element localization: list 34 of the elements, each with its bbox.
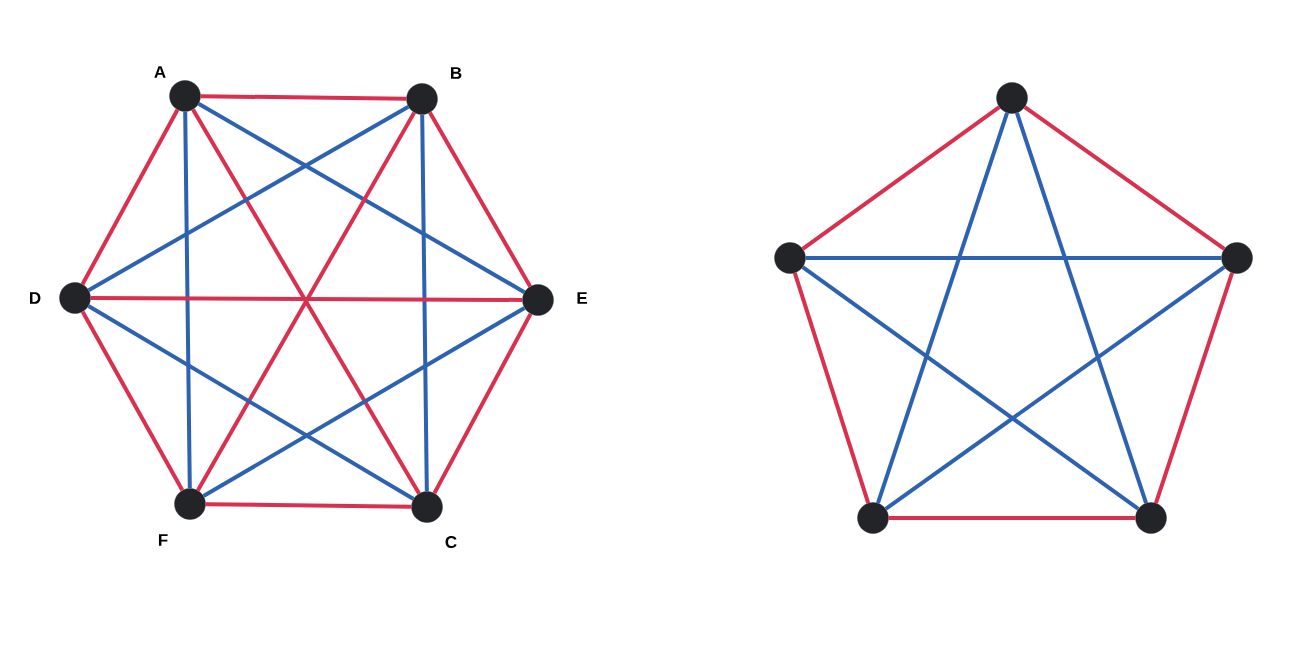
graph-edge — [805, 256, 1222, 260]
vertex-dot — [1135, 502, 1167, 534]
vertex-dot — [996, 82, 1028, 114]
vertex-dot — [1221, 242, 1253, 274]
vertex-label: C — [445, 536, 457, 549]
graph-edge — [888, 516, 1136, 520]
graph-edge — [432, 312, 533, 495]
vertex-label: F — [158, 534, 168, 546]
vertex-label: E — [577, 292, 587, 304]
graph-edge — [1023, 105, 1226, 251]
vertex-label: B — [451, 67, 462, 79]
graph-edge — [202, 306, 526, 498]
vertex-label: A — [154, 66, 166, 78]
graph-edge — [420, 114, 429, 492]
vertex-dot — [774, 242, 806, 274]
graph-edge — [200, 94, 407, 101]
graph-edge — [80, 108, 180, 286]
graph-edge — [90, 296, 523, 302]
graph-edge — [197, 102, 526, 294]
graph-edge — [876, 112, 1009, 504]
graph-edge — [87, 304, 415, 501]
vertex-label: D — [30, 292, 41, 304]
graph-edge — [801, 105, 1001, 251]
graph-edge — [792, 272, 871, 504]
graph-edge — [884, 265, 1226, 511]
graph-edge — [80, 310, 185, 492]
graph-edge — [183, 111, 192, 489]
graph-edge — [1015, 112, 1148, 504]
graph-edge — [1154, 272, 1234, 504]
graph-edge — [801, 265, 1140, 511]
graph-edge — [87, 105, 410, 292]
vertex-dot — [857, 502, 889, 534]
graph-edge — [205, 502, 412, 509]
graph-edge — [428, 111, 532, 288]
